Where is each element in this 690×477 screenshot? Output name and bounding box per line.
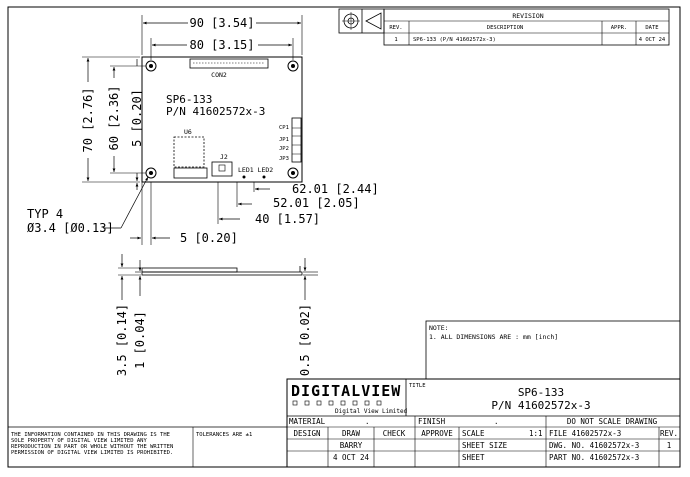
u6-label: U6 bbox=[184, 128, 192, 136]
company-logo: DIGITALVIEW bbox=[291, 382, 401, 400]
mounting-hole bbox=[287, 60, 299, 72]
led-2 bbox=[262, 175, 266, 179]
jp2-label: JP2 bbox=[279, 146, 289, 152]
dimension-overall-height: 70 [2.76] bbox=[81, 56, 140, 183]
disclaimer-line-4: PERMISSION OF DIGITAL VIEW LIMITED IS PR… bbox=[11, 450, 173, 456]
dim-hole-spacing-y: 60 [2.36] bbox=[107, 85, 121, 150]
mounting-hole bbox=[145, 60, 157, 72]
side-header bbox=[291, 117, 302, 163]
side-component bbox=[141, 267, 238, 273]
rev-col-rev: REV. bbox=[389, 25, 402, 31]
bottom-connector bbox=[173, 167, 208, 179]
check-label: CHECK bbox=[383, 429, 406, 438]
scale-value: 1:1 bbox=[529, 429, 543, 438]
cp1-label: CP1 bbox=[279, 125, 289, 131]
dim-hole-inset-y: 5 [0.20] bbox=[130, 89, 144, 147]
dim-hole-inset-x: 5 [0.20] bbox=[180, 231, 238, 245]
jumper-j2 bbox=[211, 161, 233, 177]
dim-hole-spacing-x: 80 [3.15] bbox=[189, 38, 254, 52]
finish-label: FINISH bbox=[418, 417, 446, 426]
connector-con2 bbox=[189, 58, 269, 69]
dim-connector-offset-1: 62.01 [2.44] bbox=[292, 182, 379, 196]
hole-callout: TYP 4 Ø3.4 [Ø0.13] bbox=[27, 176, 149, 235]
revision-table: REVISION REV. DESCRIPTION APPR. DATE 1 S… bbox=[383, 8, 670, 46]
dimension-overall-width: 90 [3.54] bbox=[141, 15, 303, 55]
dim-led-offset: 40 [1.57] bbox=[255, 212, 320, 226]
disclaimer-line-3: REPRODUCTION IN PART OR WHOLE WITHOUT TH… bbox=[11, 444, 173, 450]
do-not-scale: DO NOT SCALE DRAWING bbox=[567, 417, 658, 426]
rev-label: REV. bbox=[660, 429, 678, 438]
board-outline bbox=[141, 56, 303, 183]
drawing-title-1: SP6-133 bbox=[518, 386, 564, 399]
hole-note-qty: TYP 4 bbox=[27, 207, 63, 221]
dim-side-thickness: 0.5 [0.02] bbox=[298, 304, 312, 376]
rev-row-date: 4 OCT 24 bbox=[639, 37, 666, 43]
rev-col-description: DESCRIPTION bbox=[487, 25, 523, 31]
hole-note-diameter: Ø3.4 [Ø0.13] bbox=[27, 221, 114, 235]
finish-value: . bbox=[494, 417, 499, 426]
chip-u6 bbox=[173, 136, 205, 168]
dimension-hole-spacing-x: 80 [3.15] bbox=[150, 38, 294, 60]
rev-col-appr: APPR. bbox=[611, 25, 628, 31]
con2-label: CON2 bbox=[211, 71, 227, 79]
mounting-hole bbox=[145, 167, 157, 179]
notes-box: NOTE: 1. ALL DIMENSIONS ARE : mm [inch] bbox=[425, 320, 681, 380]
jp3-label: JP3 bbox=[279, 156, 289, 162]
board-top-view: CON2 SP6-133 P/N 41602572x-3 U6 J2 LED1 … bbox=[141, 56, 303, 183]
draw-label: DRAW bbox=[342, 429, 361, 438]
notes-line-1: 1. ALL DIMENSIONS ARE : mm [inch] bbox=[429, 333, 558, 341]
dimension-connector-offset-1: 62.01 [2.44] bbox=[141, 182, 379, 245]
dimension-hole-spacing-y: 60 [2.36] bbox=[107, 65, 146, 174]
file-number: FILE 41602572x-3 bbox=[549, 429, 621, 438]
disclaimer-block: THE INFORMATION CONTAINED IN THIS DRAWIN… bbox=[8, 426, 287, 467]
dim-connector-offset-2: 52.01 [2.05] bbox=[273, 196, 360, 210]
disclaimer-line-2: SOLE PROPERTY OF DIGITAL VIEW LIMITED AN… bbox=[11, 438, 147, 444]
scale-label: SCALE bbox=[462, 429, 485, 438]
dim-side-height-1: 3.5 [0.14] bbox=[115, 304, 129, 376]
led-1 bbox=[242, 175, 246, 179]
logo-squares bbox=[292, 400, 382, 406]
notes-label: NOTE: bbox=[429, 324, 449, 332]
title-block: DIGITALVIEW Digital View Limited TITLE S… bbox=[286, 378, 681, 468]
design-label: DESIGN bbox=[293, 429, 320, 438]
rev-value: 1 bbox=[667, 441, 672, 450]
sheet-label: SHEET bbox=[462, 453, 485, 462]
rev-row-rev: 1 bbox=[394, 37, 397, 43]
jp1-label: JP1 bbox=[279, 137, 289, 143]
mounting-hole bbox=[287, 167, 299, 179]
tolerance-note: TOLERANCES ARE ±1 bbox=[196, 432, 252, 438]
led-label: LED1 LED2 bbox=[238, 166, 273, 174]
company-name: Digital View Limited bbox=[335, 408, 408, 415]
dim-overall-height: 70 [2.76] bbox=[81, 87, 95, 152]
board-side-view: 3.5 [0.14] 1 [0.04] 0.5 [0.02] bbox=[115, 254, 318, 376]
dimension-hole-inset-y: 5 [0.20] bbox=[130, 59, 144, 190]
sheet-size-label: SHEET SIZE bbox=[462, 441, 508, 450]
dim-overall-width: 90 [3.54] bbox=[189, 16, 254, 30]
title-label: TITLE bbox=[409, 383, 426, 389]
dimension-led-offset: 40 [1.57] bbox=[217, 182, 320, 226]
material-value: . bbox=[365, 417, 370, 426]
drawing-title-2: P/N 41602572x-3 bbox=[491, 399, 590, 412]
board-model: SP6-133 bbox=[166, 93, 212, 106]
dim-side-height-2: 1 [0.04] bbox=[133, 311, 147, 369]
board-part-number: P/N 41602572x-3 bbox=[166, 105, 265, 118]
drawn-by: BARRY bbox=[340, 441, 363, 450]
part-number: PART NO. 41602572x-3 bbox=[549, 453, 639, 462]
drawing-date: 4 OCT 24 bbox=[333, 453, 370, 462]
side-pcb bbox=[141, 271, 303, 276]
dwg-number: DWG. NO. 41602572x-3 bbox=[549, 441, 639, 450]
rev-col-date: DATE bbox=[645, 25, 658, 31]
j2-label: J2 bbox=[220, 153, 228, 161]
rev-row-description: SP6-133 (P/N 41602572x-3) bbox=[413, 37, 496, 43]
dimension-hole-inset-x: 5 [0.20] bbox=[130, 182, 238, 245]
dimension-connector-offset-2: 52.01 [2.05] bbox=[236, 182, 360, 210]
disclaimer-line-1: THE INFORMATION CONTAINED IN THIS DRAWIN… bbox=[11, 432, 170, 438]
projection-symbol bbox=[338, 8, 385, 34]
approve-label: APPROVE bbox=[421, 429, 453, 438]
revision-header: REVISION bbox=[512, 12, 543, 20]
material-label: MATERIAL bbox=[289, 417, 326, 426]
